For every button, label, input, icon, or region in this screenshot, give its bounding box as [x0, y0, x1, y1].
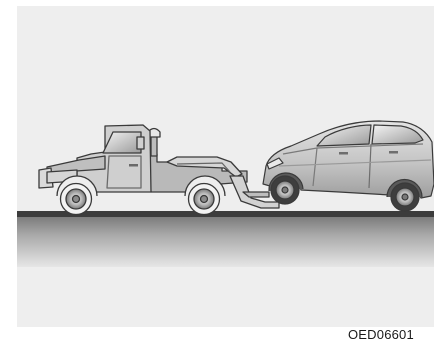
car-front-wheel [271, 176, 299, 204]
truck-front-wheel [61, 184, 92, 215]
car-rear-wheel [391, 183, 419, 211]
figure-code: OED06601 [348, 327, 414, 343]
road [17, 211, 434, 267]
tow-truck-illustration [17, 6, 434, 327]
truck-rear-wheel [189, 184, 220, 215]
